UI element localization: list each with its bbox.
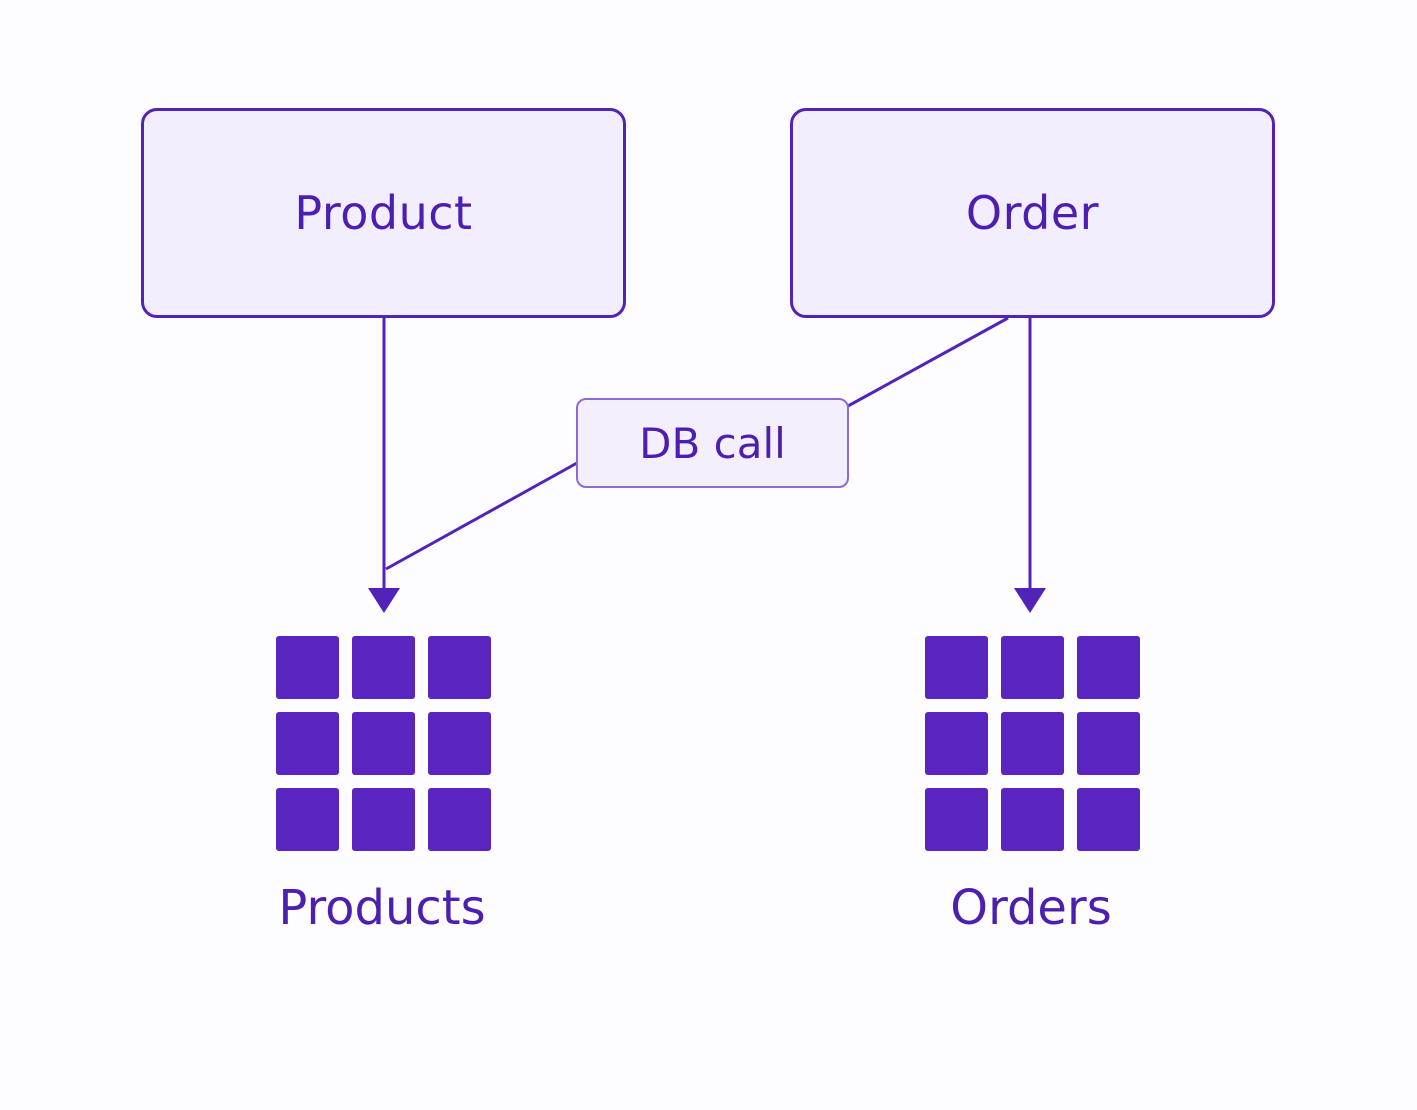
products-table-cell — [276, 636, 339, 699]
products-table-cell — [352, 636, 415, 699]
orders-table-cell — [1077, 788, 1140, 851]
products-table-cell — [428, 636, 491, 699]
product-service-label: Product — [294, 186, 473, 240]
products-table-label: Products — [278, 880, 486, 936]
db-call-box[interactable]: DB call — [576, 398, 849, 488]
orders-table-cell — [925, 712, 988, 775]
orders-table-icon — [925, 636, 1140, 851]
product-service-box[interactable]: Product — [141, 108, 626, 318]
orders-table-cell — [1077, 636, 1140, 699]
products-table-icon — [276, 636, 491, 851]
db-call-label: DB call — [639, 418, 786, 468]
orders-table-label: Orders — [950, 880, 1112, 936]
orders-table-cell — [1001, 636, 1064, 699]
orders-table-cell — [1001, 712, 1064, 775]
orders-arrowhead — [1014, 588, 1046, 613]
products-table-cell — [352, 712, 415, 775]
products-arrowhead — [368, 588, 400, 613]
orders-table-cell — [925, 788, 988, 851]
db-call-line-upper — [847, 316, 1009, 408]
products-table-cell — [276, 712, 339, 775]
products-table-cell — [276, 788, 339, 851]
order-service-label: Order — [965, 186, 1100, 240]
orders-table-cell — [1077, 712, 1140, 775]
order-service-box[interactable]: Order — [790, 108, 1275, 318]
products-table-cell — [428, 788, 491, 851]
products-table-cell — [352, 788, 415, 851]
products-table-cell — [428, 712, 491, 775]
orders-table-cell — [1001, 788, 1064, 851]
db-call-line-lower — [385, 461, 578, 571]
orders-table-cell — [925, 636, 988, 699]
